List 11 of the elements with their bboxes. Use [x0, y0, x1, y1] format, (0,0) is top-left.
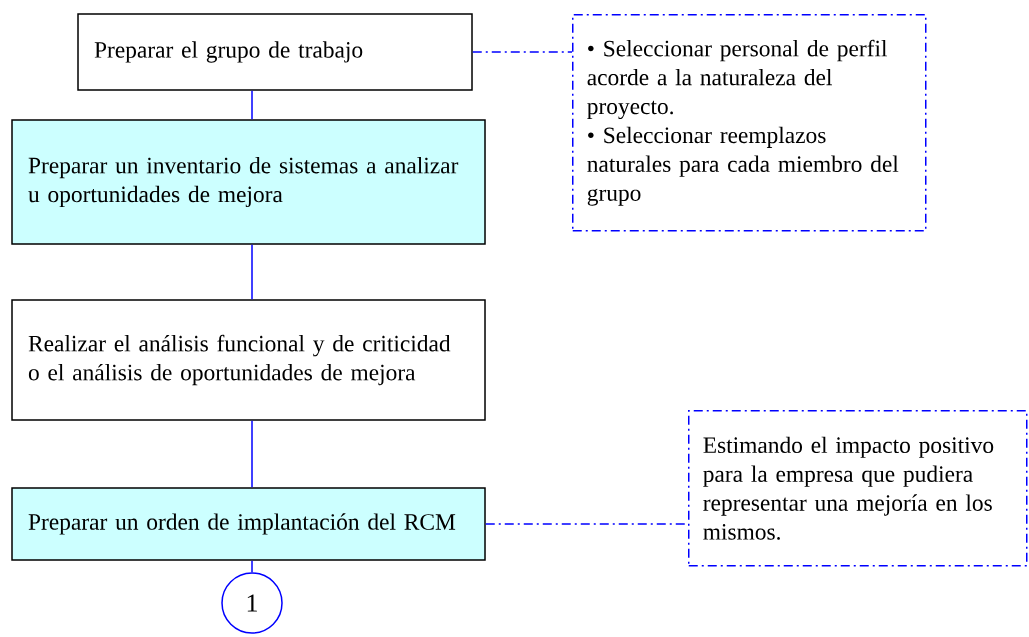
process-box: Preparar el grupo de trabajo	[77, 13, 473, 91]
connector-line	[251, 90, 253, 120]
process-box: Realizar el análisis funcional y de criticidad o el análisis de oportunidades de mejora	[11, 299, 486, 421]
annotation-box: Estimando el impacto positivo para la empresa que pudiera representar una mejoría en los mismos.	[688, 410, 1028, 567]
process-box: Preparar un inventario de sistemas a analizar u oportunidades de mejora	[11, 119, 486, 245]
connector-line	[472, 51, 573, 53]
connector-line	[251, 244, 253, 300]
process-box: Preparar un orden de implantación del RCM	[11, 487, 486, 561]
connector-line	[251, 420, 253, 488]
connector-line	[251, 560, 253, 573]
annotation-box: • Seleccionar personal de perfil acorde a la naturaleza del proyecto. • Seleccionar reemplazos naturales para cada miembro del grupo	[572, 14, 927, 232]
